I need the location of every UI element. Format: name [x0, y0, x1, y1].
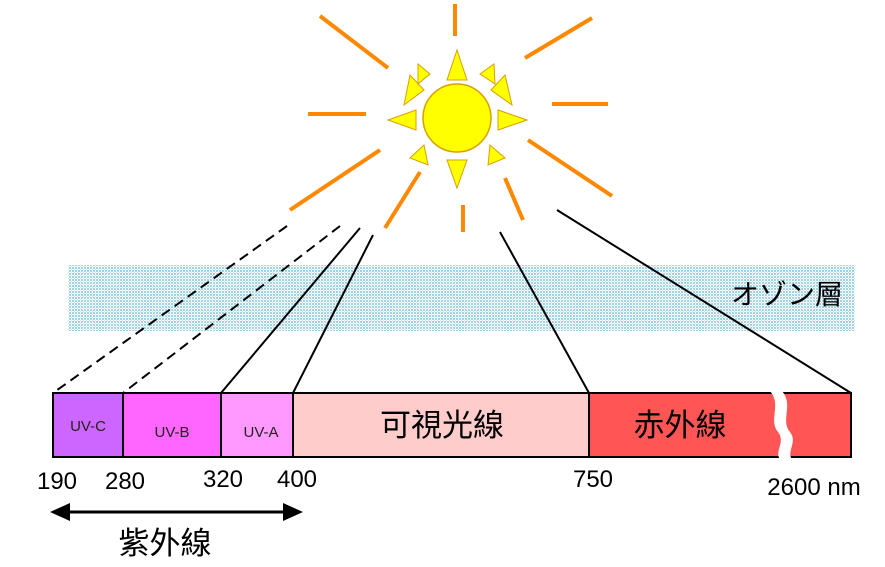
tick-400: 400	[277, 466, 317, 493]
tick-2600: 2600 nm	[767, 474, 860, 501]
tick-320: 320	[203, 466, 243, 493]
tick-280: 280	[105, 468, 145, 495]
segment-visible	[292, 392, 590, 458]
tick-190: 190	[37, 468, 77, 495]
label-uvc: UV-C	[70, 418, 106, 435]
scale-break-mark	[770, 391, 793, 459]
sun-icon	[422, 83, 492, 153]
beam-lines	[52, 209, 852, 394]
tick-750: 750	[573, 466, 613, 493]
segment-uvc	[52, 392, 124, 458]
segment-uva	[220, 392, 294, 458]
ozone-layer-band	[68, 265, 855, 331]
sun-spikes	[386, 48, 529, 190]
segment-infrared	[588, 392, 852, 458]
segment-uvb	[122, 392, 222, 458]
sun-rays	[288, 4, 614, 232]
uv-range-label: 紫外線	[119, 526, 212, 562]
ozone-layer-label: オゾン層	[731, 278, 843, 311]
label-uvb: UV-B	[154, 424, 189, 441]
spectrum-bar	[52, 391, 852, 459]
label-uva: UV-A	[243, 424, 278, 441]
uv-range-arrow	[50, 503, 303, 521]
label-visible: 可視光線	[380, 408, 504, 444]
label-infrared: 赤外線	[634, 408, 727, 444]
